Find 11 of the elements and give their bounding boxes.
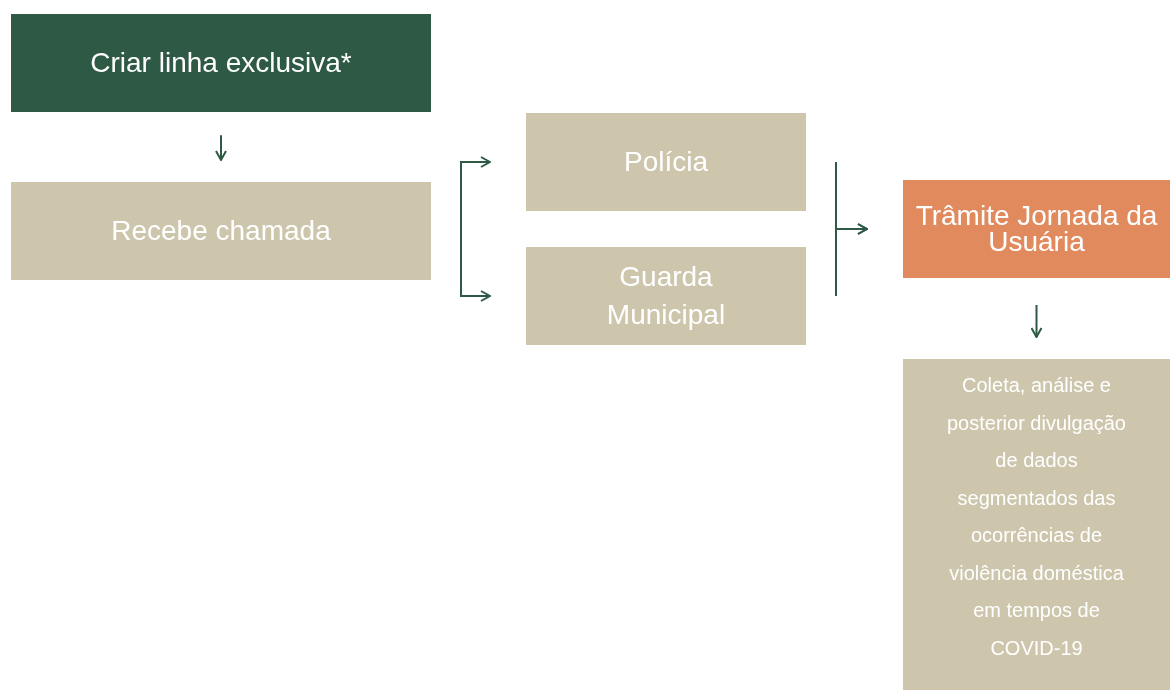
- arrow: [460, 230, 491, 302]
- process-box: Polícia: [526, 113, 806, 211]
- process-box: Trâmite Jornada da Usuária: [903, 180, 1170, 278]
- process-box: Coleta, análise e posterior divulgação de dados segmentados das ocorrências de violência doméstica em tempos de COVID-19: [903, 359, 1170, 690]
- process-box: Criar linha exclusiva*: [11, 14, 431, 112]
- process-box: Recebe chamada: [11, 182, 431, 280]
- arrow: [460, 156, 491, 232]
- arrow: [835, 223, 868, 297]
- process-box: Guarda Municipal: [526, 247, 806, 345]
- arrow: [1030, 304, 1043, 338]
- arrow: [215, 134, 227, 161]
